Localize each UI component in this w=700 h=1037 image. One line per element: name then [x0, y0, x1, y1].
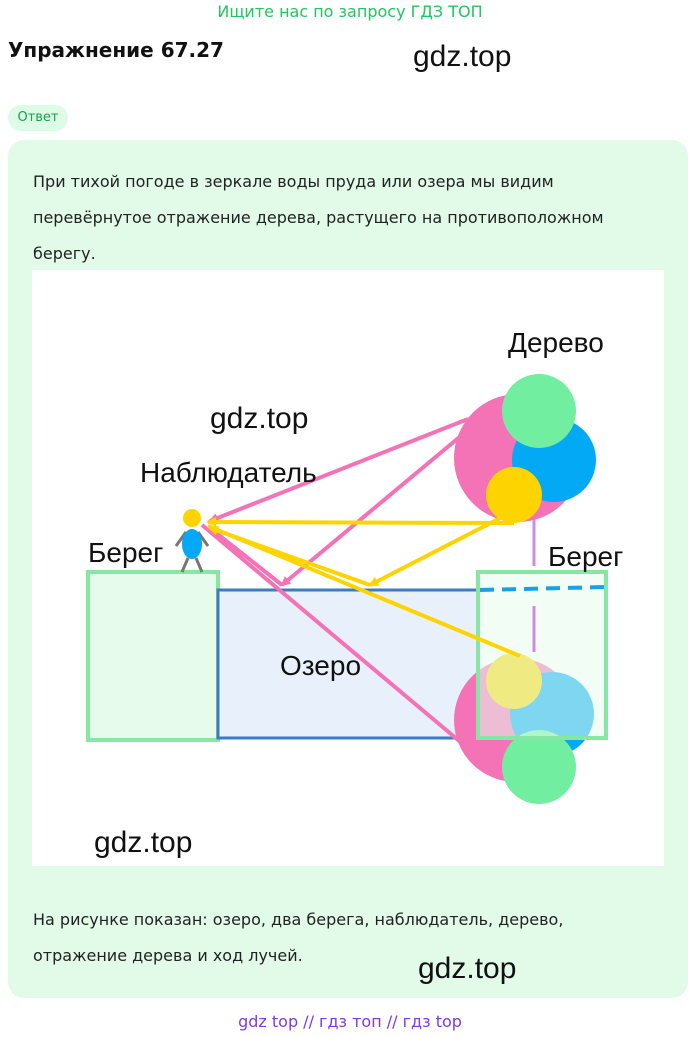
label-shore-right: Берег — [548, 541, 623, 572]
yellow-rays — [206, 511, 521, 658]
left-shore — [86, 570, 220, 742]
answer-text-top: При тихой погоде в зеркале воды пруда ил… — [33, 172, 604, 263]
search-banner: Ищите нас по запросу ГДЗ ТОП — [217, 2, 483, 21]
label-shore-left: Берег — [88, 537, 163, 568]
label-lake: Озеро — [280, 650, 361, 681]
figure-svg: Дерево Наблюдатель Берег Берег Озеро gdz… — [86, 327, 623, 859]
page-title: Упражнение 67.27 — [8, 38, 224, 62]
answer-badge[interactable]: Ответ — [8, 105, 68, 131]
observer — [174, 509, 210, 573]
label-observer: Наблюдатель — [140, 457, 317, 488]
lake-reflection-figure: Дерево Наблюдатель Берег Берег Озеро gdz… — [32, 270, 664, 866]
pink-rays — [200, 417, 472, 752]
figure-watermark-1: gdz.top — [210, 402, 308, 435]
label-tree: Дерево — [508, 327, 604, 358]
watermark-bottom: gdz.top — [418, 952, 517, 985]
watermark-header: gdz.top — [413, 40, 512, 73]
lake — [216, 588, 480, 740]
answer-text-bottom: На рисунке показан: озеро, два берега, н… — [33, 910, 564, 965]
footer-links[interactable]: gdz top // гдз топ // гдз top — [238, 1012, 462, 1031]
right-shore — [476, 570, 608, 740]
tree — [454, 374, 596, 523]
figure-watermark-2: gdz.top — [94, 826, 192, 859]
